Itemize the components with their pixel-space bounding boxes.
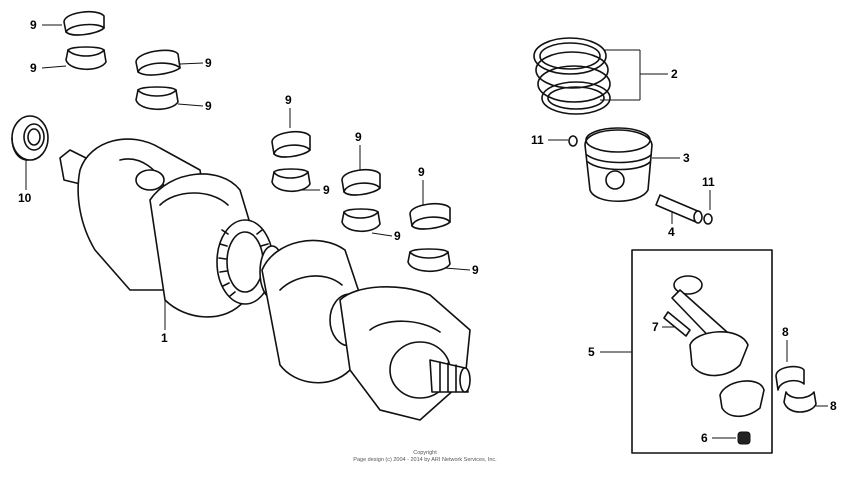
callout-4: 4 [668, 225, 675, 239]
crankshaft [59, 138, 471, 421]
callout-9: 9 [323, 183, 330, 197]
callout-3: 3 [683, 151, 690, 165]
callout-6: 6 [701, 431, 708, 445]
oil-seal [11, 115, 49, 161]
callout-labels: 9 9 9 9 9 9 9 9 9 9 10 1 2 3 11 11 4 5 7… [18, 18, 837, 445]
callout-10: 10 [18, 191, 32, 205]
callout-9: 9 [394, 229, 401, 243]
callout-11: 11 [531, 133, 544, 147]
callout-9: 9 [30, 61, 37, 75]
copyright-line-1: Copyright [413, 450, 437, 456]
callout-9: 9 [355, 130, 362, 144]
circlips [568, 135, 713, 225]
callout-9: 9 [285, 93, 292, 107]
callout-11: 11 [702, 175, 715, 189]
callout-9: 9 [30, 18, 37, 32]
piston [584, 127, 653, 202]
copyright-notice: Copyright Page design (c) 2004 - 2014 by… [300, 450, 550, 464]
piston-pin [655, 194, 703, 224]
callout-7: 7 [652, 320, 659, 334]
callout-9: 9 [205, 56, 212, 70]
callout-9: 9 [418, 165, 425, 179]
connecting-rod-box [631, 249, 773, 454]
callout-9: 9 [205, 99, 212, 113]
callout-8: 8 [830, 399, 837, 413]
bearing-shells [63, 10, 817, 413]
piston-rings [533, 37, 611, 115]
callout-5: 5 [588, 345, 595, 359]
copyright-line-2: Page design (c) 2004 - 2014 by ARI Netwo… [353, 457, 497, 463]
callout-9: 9 [472, 263, 479, 277]
callout-2: 2 [671, 67, 678, 81]
callout-1: 1 [161, 331, 168, 345]
callout-8: 8 [782, 325, 789, 339]
